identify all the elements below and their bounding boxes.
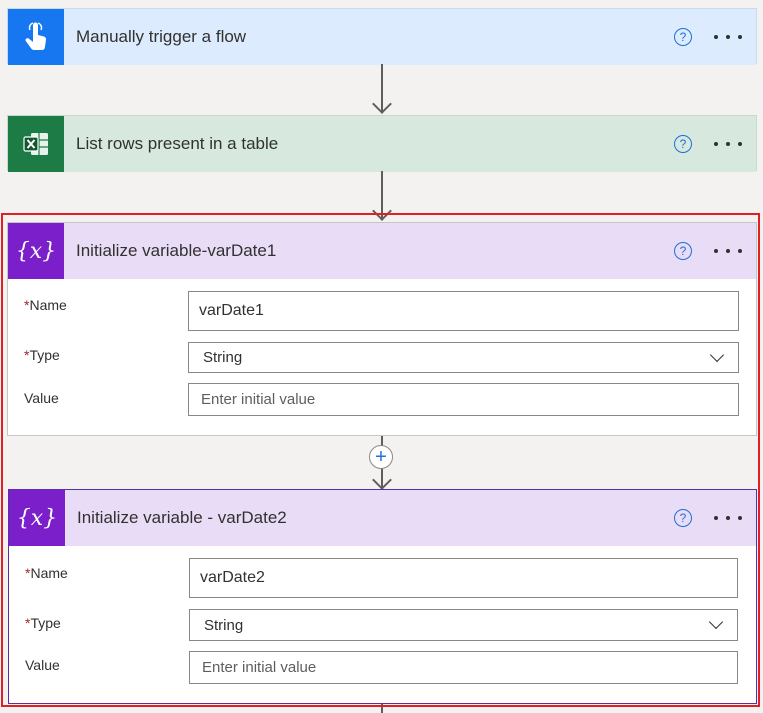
- variable-card-1-header[interactable]: {x} Initialize variable-varDate1 ?: [8, 223, 756, 279]
- arrow-down-icon: [372, 470, 392, 490]
- value-label-text: Value: [24, 390, 59, 406]
- arrow-down-icon: [372, 94, 392, 114]
- value-field-placeholder: Enter initial value: [202, 659, 317, 676]
- more-options-icon[interactable]: [714, 35, 742, 39]
- required-marker: *: [24, 297, 30, 313]
- value-label: Value: [25, 657, 60, 673]
- help-icon[interactable]: ?: [674, 28, 692, 46]
- type-select[interactable]: String: [189, 609, 738, 641]
- trigger-card-title: Manually trigger a flow: [76, 27, 247, 46]
- chevron-down-icon[interactable]: [709, 347, 725, 362]
- value-field-placeholder: Enter initial value: [201, 391, 316, 408]
- variable-card-2-header[interactable]: {x} Initialize variable - varDate2 ?: [9, 490, 756, 546]
- type-select-value: String: [204, 616, 244, 634]
- required-marker: *: [25, 615, 31, 631]
- excel-card-header[interactable]: List rows present in a table ?: [8, 116, 756, 172]
- name-field[interactable]: varDate2: [189, 558, 738, 598]
- required-marker: *: [25, 565, 31, 581]
- more-options-icon[interactable]: [714, 142, 742, 146]
- touch-hand-icon: [8, 9, 64, 65]
- type-label-text: Type: [29, 347, 60, 363]
- excel-icon: [8, 116, 64, 172]
- arrow-down-icon: [372, 201, 392, 221]
- type-label-text: Type: [30, 615, 61, 631]
- help-icon[interactable]: ?: [674, 242, 692, 260]
- help-icon[interactable]: ?: [674, 135, 692, 153]
- chevron-down-icon[interactable]: [708, 614, 724, 630]
- type-label: *Type: [24, 347, 60, 363]
- value-field[interactable]: Enter initial value: [188, 383, 739, 416]
- type-select[interactable]: String: [188, 342, 739, 373]
- name-label-text: Name: [29, 297, 67, 313]
- connector-line: [381, 704, 383, 713]
- variable-card-2-title: Initialize variable - varDate2: [77, 508, 287, 527]
- variable-icon: {x}: [9, 490, 65, 546]
- more-options-icon[interactable]: [714, 249, 742, 253]
- variable-icon-glyph: {x}: [15, 238, 57, 264]
- variable-card-1[interactable]: {x} Initialize variable-varDate1 ? *Name…: [7, 222, 757, 436]
- name-label: *Name: [25, 565, 68, 581]
- excel-card-title: List rows present in a table: [76, 134, 279, 153]
- type-label: *Type: [25, 615, 61, 631]
- help-icon[interactable]: ?: [674, 509, 692, 527]
- variable-icon: {x}: [8, 223, 64, 279]
- value-field[interactable]: Enter initial value: [189, 651, 738, 684]
- variable-card-1-title: Initialize variable-varDate1: [76, 241, 277, 260]
- type-select-value: String: [203, 349, 243, 366]
- required-marker: *: [24, 347, 30, 363]
- variable-card-2[interactable]: {x} Initialize variable - varDate2 ? *Na…: [8, 489, 757, 704]
- value-label-text: Value: [25, 657, 60, 673]
- add-step-button[interactable]: +: [369, 445, 393, 469]
- name-label-text: Name: [30, 565, 68, 581]
- trigger-card-header[interactable]: Manually trigger a flow ?: [8, 9, 756, 65]
- variable-icon-glyph: {x}: [16, 505, 58, 531]
- excel-card[interactable]: List rows present in a table ?: [7, 115, 757, 172]
- connector-line: [381, 171, 383, 219]
- name-field-value: varDate1: [199, 302, 264, 319]
- name-field[interactable]: varDate1: [188, 291, 739, 331]
- name-label: *Name: [24, 297, 67, 313]
- connector-line: [381, 64, 383, 112]
- value-label: Value: [24, 390, 59, 406]
- name-field-value: varDate2: [200, 569, 265, 586]
- more-options-icon[interactable]: [714, 516, 742, 520]
- trigger-card[interactable]: Manually trigger a flow ?: [7, 8, 757, 65]
